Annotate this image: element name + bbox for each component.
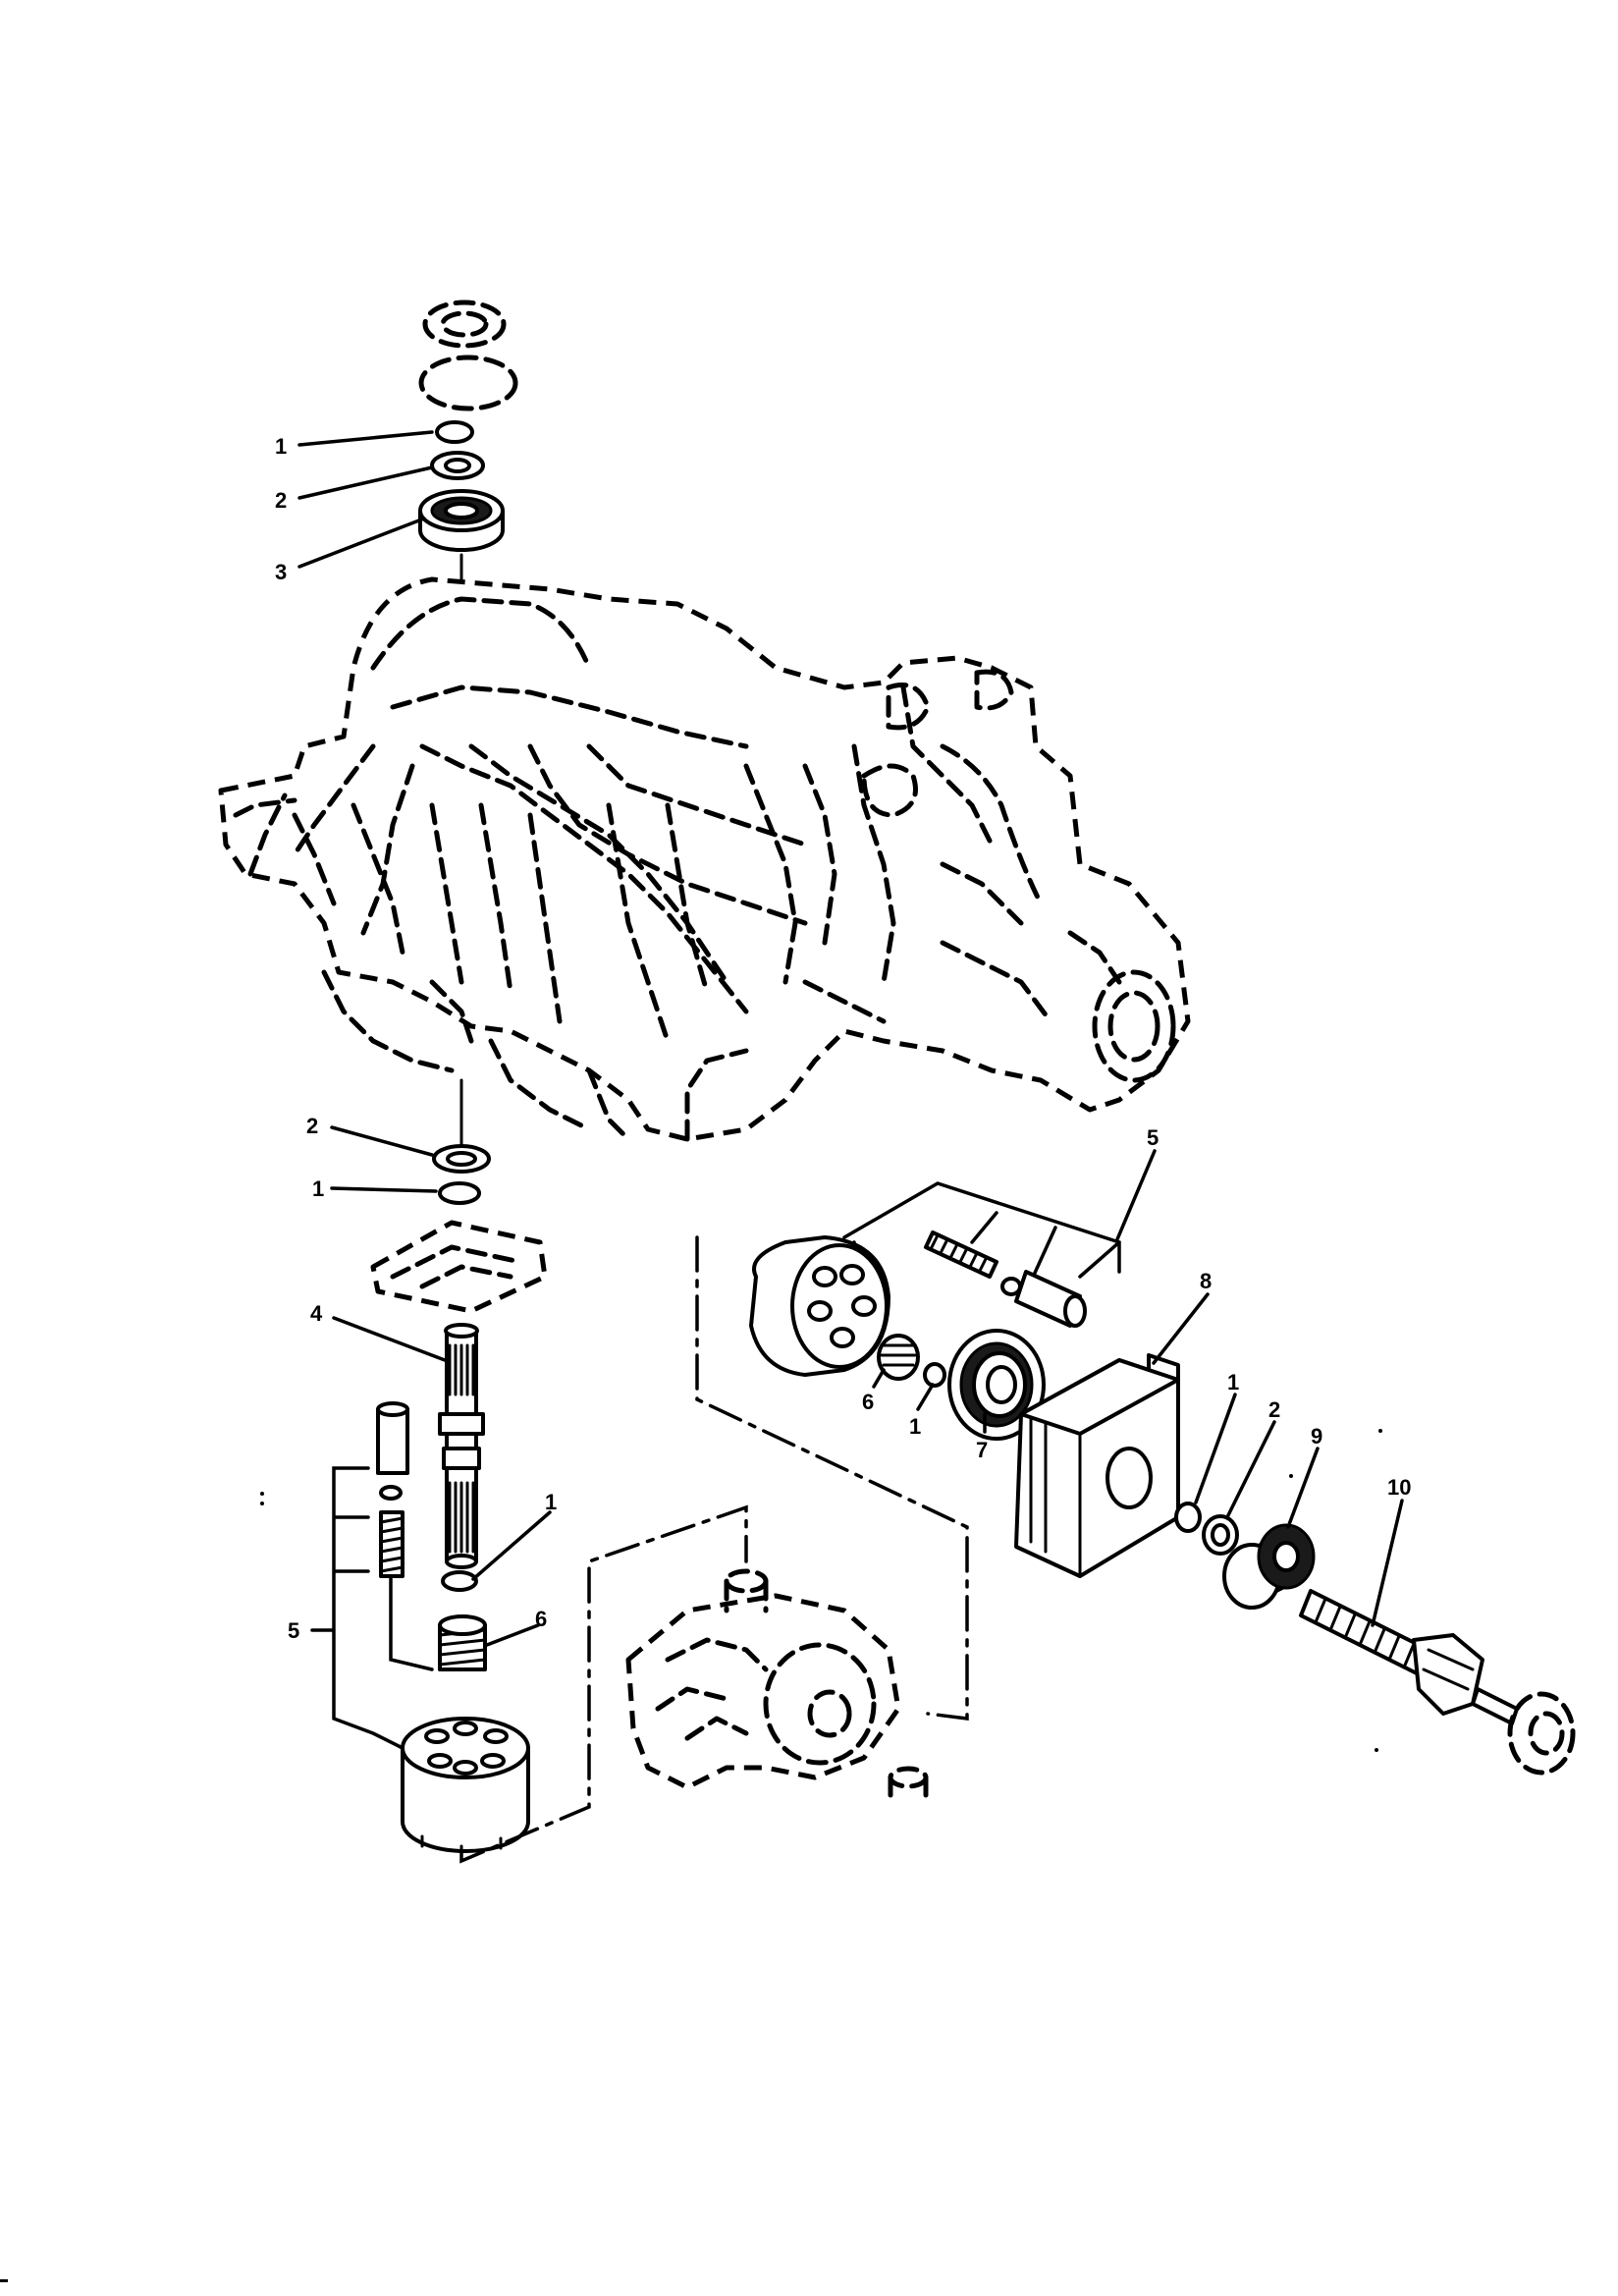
input-shaft	[438, 1323, 485, 1569]
right-bracket-5	[828, 1181, 1121, 1284]
center-plate-phantom	[370, 1220, 548, 1314]
right-cylinder-block	[749, 1235, 890, 1377]
output-shaft	[1299, 1589, 1519, 1725]
top-washer	[430, 451, 485, 480]
left-cylinder-block	[401, 1717, 530, 1856]
left-retaining-ring	[441, 1570, 478, 1592]
callout-mid-1: 1	[312, 1176, 324, 1201]
right-spring	[877, 1334, 920, 1381]
scan-specks	[0, 1429, 1382, 2282]
callout-shaft-1: 1	[1227, 1370, 1239, 1394]
callout-mid-2: 2	[306, 1114, 318, 1138]
callout-numbers: 1 2 3 2 1 4 1 6 5 5 6 1 7 8 1 2 9 10	[275, 434, 1411, 1643]
top-ball-bearing	[418, 489, 505, 552]
callout-right-6: 6	[862, 1390, 874, 1414]
left-bracket-5-lower	[389, 1574, 434, 1671]
shaft-ball-bearing	[1222, 1523, 1316, 1610]
callout-shaft-10: 10	[1387, 1475, 1411, 1500]
swashplate-thrust-bearing	[947, 1329, 1046, 1441]
left-spring	[438, 1614, 487, 1671]
top-phantom-washers	[418, 300, 518, 411]
right-retaining-ring	[923, 1362, 946, 1388]
lower-phantom-link	[459, 1504, 748, 1864]
callout-top-1: 1	[275, 434, 287, 459]
lower-pump-body-phantom	[625, 1568, 929, 1805]
shaft-washer	[1202, 1514, 1239, 1556]
callout-right-7: 7	[976, 1438, 988, 1462]
mid-retaining-ring	[438, 1181, 481, 1205]
callout-top-2: 2	[275, 488, 287, 513]
callout-right-1: 1	[909, 1414, 921, 1439]
right-phantom-link	[695, 1235, 969, 1721]
callout-left-6: 6	[535, 1607, 547, 1631]
transaxle-housing-phantom	[218, 576, 1191, 1142]
right-piston-spring	[924, 1230, 998, 1279]
callout-left-4: 4	[310, 1301, 323, 1326]
shaft-end-bearing-phantom	[1507, 1691, 1576, 1776]
top-retaining-ring	[435, 420, 474, 444]
right-piston	[1014, 1270, 1087, 1328]
callout-right-5: 5	[1147, 1125, 1159, 1150]
callout-right-8: 8	[1200, 1269, 1212, 1293]
left-piston-assembly	[376, 1401, 409, 1578]
callout-shaft-9: 9	[1311, 1424, 1322, 1449]
leader-lines	[297, 430, 1404, 1647]
callout-top-3: 3	[275, 560, 287, 584]
callout-shaft-2: 2	[1268, 1397, 1280, 1422]
callout-left-1: 1	[545, 1490, 557, 1514]
mid-washer	[432, 1144, 491, 1174]
shaft-retaining-ring	[1174, 1502, 1202, 1533]
center-section-block	[1014, 1353, 1180, 1578]
left-bracket-5	[332, 1466, 404, 1750]
callout-left-5: 5	[288, 1618, 299, 1643]
